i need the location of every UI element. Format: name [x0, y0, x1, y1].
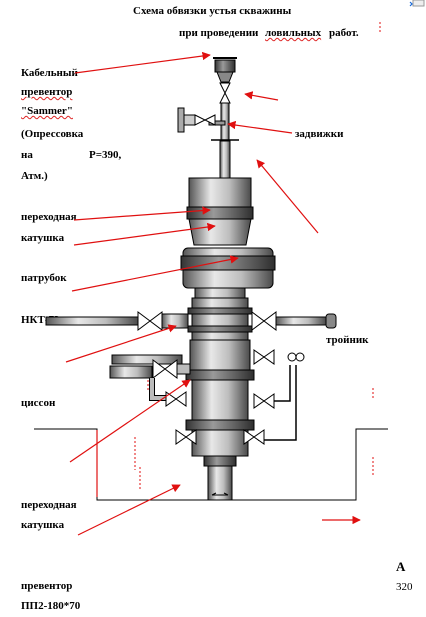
title-line-1: Схема обвязки устья скважины: [133, 5, 292, 17]
corner-marker: [409, 0, 425, 7]
label-preventer-1: превентор: [21, 580, 73, 592]
pipe-nipple: [180, 247, 276, 299]
label-casing-head: циссон: [21, 397, 56, 409]
label-adapter-coil-2b: катушка: [21, 519, 65, 531]
label-valves: задвижки: [295, 128, 344, 140]
label-cable-preventer-6: Атм.): [21, 170, 48, 182]
label-cable-preventer-1: Кабельный: [21, 67, 78, 79]
label-cable-preventer-4: (Опрессовка: [21, 128, 84, 140]
label-adapter-coil-1b: катушка: [21, 232, 65, 244]
label-preventer-2: ПП2-180*70: [21, 600, 81, 612]
label-value-320: 320: [396, 581, 413, 593]
label-adapter-coil-2a: переходная: [21, 499, 77, 511]
title-line-2a: при проведении: [179, 27, 259, 39]
title-line-2c: работ.: [329, 27, 359, 39]
label-adapter-coil-1a: переходная: [21, 211, 77, 223]
label-tee: тройник: [326, 334, 369, 346]
label-cable-preventer-2: превентор: [21, 86, 73, 98]
label-cable-preventer-3: "Sammer": [21, 105, 73, 117]
label-pipe-nipple: патрубок: [21, 272, 67, 284]
cable-preventer-sammer: [177, 57, 239, 179]
tubing-spool: [45, 297, 337, 341]
preventer-pp2: [175, 419, 265, 501]
casing-head: [109, 339, 305, 441]
pointer-arrows: [65, 51, 361, 536]
label-cable-preventer-5b: Р=390,: [89, 149, 122, 161]
title-line-2b: ловильных: [265, 27, 322, 39]
red-dash-marks: [134, 22, 381, 490]
label-cable-preventer-5a: на: [21, 149, 33, 161]
label-mark-a: А: [396, 559, 406, 574]
